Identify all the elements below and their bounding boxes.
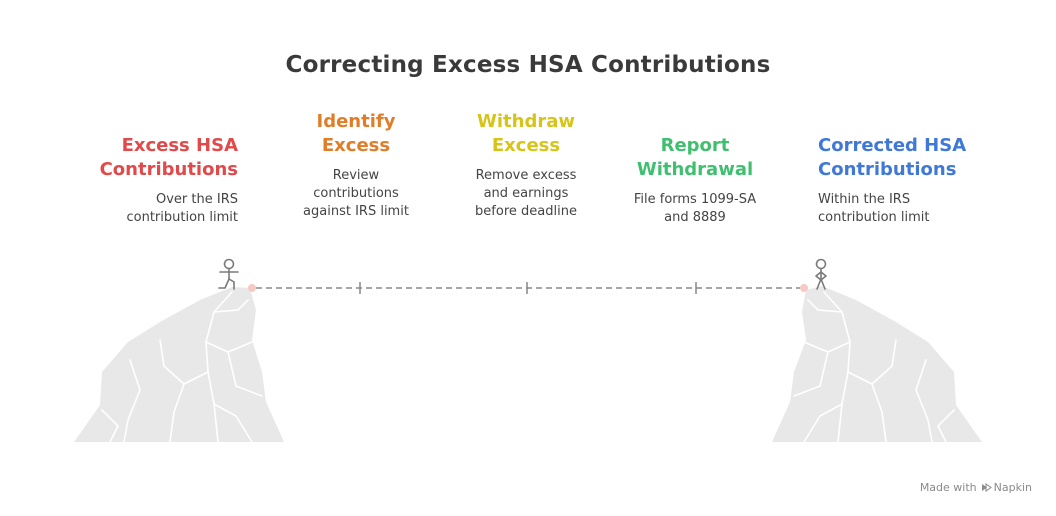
step-title: Withdraw Excess (477, 111, 575, 156)
napkin-logo-icon (981, 483, 992, 492)
watermark-prefix: Made with (919, 481, 977, 494)
step-description: Over the IRS contribution limit (126, 192, 238, 225)
end-point (800, 284, 808, 292)
step-excess-contributions: Excess HSA Contributions Over the IRS co… (100, 134, 238, 227)
start-point (248, 284, 256, 292)
person-stepping-icon (218, 258, 239, 290)
step-corrected-contributions: Corrected HSA Contributions Within the I… (818, 134, 966, 227)
page-title: Correcting Excess HSA Contributions (285, 52, 771, 78)
watermark: Made with Napkin (920, 481, 1032, 494)
step-title: Excess HSA Contributions (99, 135, 238, 180)
step-description: Review contributions against IRS limit (303, 168, 409, 219)
step-identify-excess: Identify Excess Review contributions aga… (276, 110, 436, 221)
step-description: File forms 1099-SA and 8889 (633, 192, 757, 225)
step-title: Corrected HSA Contributions (818, 135, 967, 180)
step-description: Remove excess and earnings before deadli… (475, 168, 577, 219)
person-standing-icon (815, 258, 827, 290)
step-title: Identify Excess (316, 111, 396, 156)
step-withdraw-excess: Withdraw Excess Remove excess and earnin… (446, 110, 606, 221)
step-title: Report Withdrawal (636, 135, 754, 180)
watermark-brand: Napkin (981, 481, 1032, 494)
step-report-withdrawal: Report Withdrawal File forms 1099-SA and… (605, 134, 785, 227)
progress-path (256, 282, 800, 294)
right-cliff (772, 286, 982, 443)
step-description: Within the IRS contribution limit (818, 192, 930, 225)
left-cliff (74, 287, 284, 443)
